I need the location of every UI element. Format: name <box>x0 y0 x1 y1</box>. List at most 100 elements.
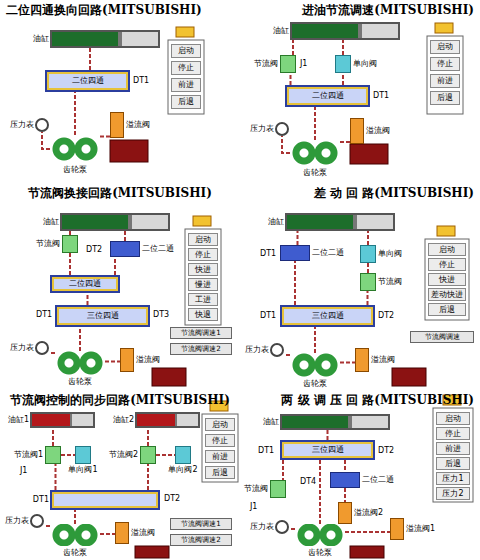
button-frame <box>168 36 473 502</box>
component-label: 二位二通 <box>142 244 174 254</box>
oil-pipe <box>74 510 76 524</box>
oil-pipe <box>282 136 290 153</box>
pressure-gauge: 压力表 <box>270 343 284 357</box>
slider-bar: 节流阀调速 <box>410 331 474 343</box>
oil-pipe <box>319 460 321 524</box>
component-label: 齿轮泵 <box>308 548 332 558</box>
component-label: 溢流阀 <box>366 126 390 136</box>
component-label: 溢流阀 <box>371 355 395 365</box>
component-label: 节流阀1 <box>14 450 43 460</box>
check-valve: 单向阀 <box>360 245 376 263</box>
control-button: 启动 <box>436 412 470 425</box>
slider-bar: 节流阀调速2 <box>170 343 232 355</box>
relief-valve: 溢流阀 <box>120 348 134 372</box>
component-label: 后退 <box>445 459 461 469</box>
circuit-panel: 进油节流调速(MITSUBISHI)油缸节流阀单向阀二位四通溢流阀压力表齿轮泵启… <box>240 0 480 183</box>
directional-valve: 二位四通 <box>45 70 130 92</box>
two-way-valve: 二位二通 <box>110 241 140 257</box>
oil-pipe <box>367 231 369 245</box>
panel-title: 节流阀换接回路(MITSUBISHI) <box>0 185 240 201</box>
component-label: 快进 <box>439 275 455 285</box>
control-button: 后退 <box>205 466 235 479</box>
directional-valve: 二位四通 <box>285 85 370 107</box>
control-button: 后退 <box>436 457 470 470</box>
component-label: 工进 <box>195 295 211 305</box>
control-button: 后退 <box>171 95 201 109</box>
gear-pump: 齿轮泵 <box>290 353 340 377</box>
solenoid-label: DT1 <box>36 310 52 320</box>
component-label: 启动 <box>439 245 455 255</box>
component-label: 节流阀调速 <box>425 332 460 342</box>
component-label: 慢进 <box>195 280 211 290</box>
component-label: 二位四通 <box>72 76 104 86</box>
component-label: 停止 <box>439 260 455 270</box>
oil-pipe <box>105 361 120 363</box>
component-label: 压力表 <box>250 522 274 532</box>
oil-pipe <box>314 327 316 353</box>
relief-valve: 溢流阀1 <box>390 518 404 540</box>
check-valve: 单向阀2 <box>175 446 191 464</box>
component-label: 溢流阀 <box>136 355 160 365</box>
solenoid-label: J1 <box>20 466 27 476</box>
component-label: 节流阀 <box>378 277 402 287</box>
oil-pipe <box>114 257 116 275</box>
oil-pipe <box>367 263 369 273</box>
control-button: 停止 <box>188 248 218 261</box>
solenoid-label: DT1 <box>260 311 276 321</box>
component-label: DT1 <box>33 495 49 505</box>
component-label: 齿轮泵 <box>68 377 92 387</box>
oil-pipe <box>52 428 54 446</box>
circuit-panel: 节流阀控制的同步回路(MITSUBISHI)油缸1油缸2节流阀1单向阀1节流阀2… <box>0 390 240 560</box>
oil-pipe <box>340 141 350 143</box>
component-label: 齿轮泵 <box>303 379 327 389</box>
directional-valve: 二位四通 <box>50 275 120 293</box>
component-label: 三位四通 <box>312 311 344 321</box>
throttle-valve: 节流阀2 <box>140 446 156 464</box>
oil-pipe <box>87 293 89 305</box>
control-button: 停止 <box>428 258 466 271</box>
control-button: 启动 <box>205 418 235 431</box>
slider-bar: 节流阀调速1 <box>170 327 232 339</box>
component-label: 节流阀调速2 <box>181 535 221 545</box>
oil-cylinder: 油缸1 <box>30 412 95 428</box>
component-label: 节流阀2 <box>109 450 138 460</box>
component-label: 压力1 <box>442 474 463 484</box>
component-label: 油缸 <box>268 217 284 227</box>
component-label: 溢流阀 <box>131 528 155 538</box>
solenoid-label: DT2 <box>164 494 180 504</box>
component-label: 后退 <box>437 93 453 103</box>
oil-pipe <box>100 136 110 138</box>
oil-pipe <box>147 464 149 490</box>
panel-title: 进油节流调速(MITSUBISHI) <box>240 2 480 18</box>
control-button: 启动 <box>171 44 201 58</box>
gear-pump: 齿轮泵 <box>55 351 105 375</box>
component-label: 节流阀调速2 <box>181 344 221 354</box>
control-button: 后退 <box>430 91 460 105</box>
component-label: 油缸 <box>273 26 289 36</box>
component-label: 齿轮泵 <box>303 168 327 178</box>
gear-pump: 齿轮泵 <box>50 135 100 163</box>
oil-pipe <box>74 92 76 135</box>
oil-pipe <box>282 460 284 480</box>
component-label: 二位四通 <box>312 91 344 101</box>
pressure-gauge: 压力表 <box>275 520 289 534</box>
oil-cylinder: 油缸 <box>60 213 170 231</box>
component-label: 单向阀 <box>353 59 377 69</box>
control-button: 前进 <box>205 450 235 463</box>
component-label: 节流阀 <box>254 59 278 69</box>
control-button: 快退 <box>188 308 218 321</box>
oil-cylinder: 油缸 <box>280 414 390 430</box>
oil-cylinder: 油缸 <box>285 213 395 231</box>
panel-title: 二位四通换向回路(MITSUBISHI) <box>0 2 240 18</box>
component-label: 三位四通 <box>312 445 344 455</box>
component-label: 快进 <box>195 265 211 275</box>
circuit-panel: 二位四通换向回路(MITSUBISHI)油缸二位四通溢流阀压力表齿轮泵启动停止前… <box>0 0 240 183</box>
oil-cylinder: 油缸 <box>290 22 400 40</box>
component-label: 油缸 <box>43 217 59 227</box>
control-button: 前进 <box>430 74 460 88</box>
solenoid-label: DT1 <box>258 446 274 456</box>
throttle-valve: 节流阀 <box>62 235 78 253</box>
solenoid-label: DT3 <box>153 310 169 320</box>
oil-pipe <box>294 261 296 305</box>
